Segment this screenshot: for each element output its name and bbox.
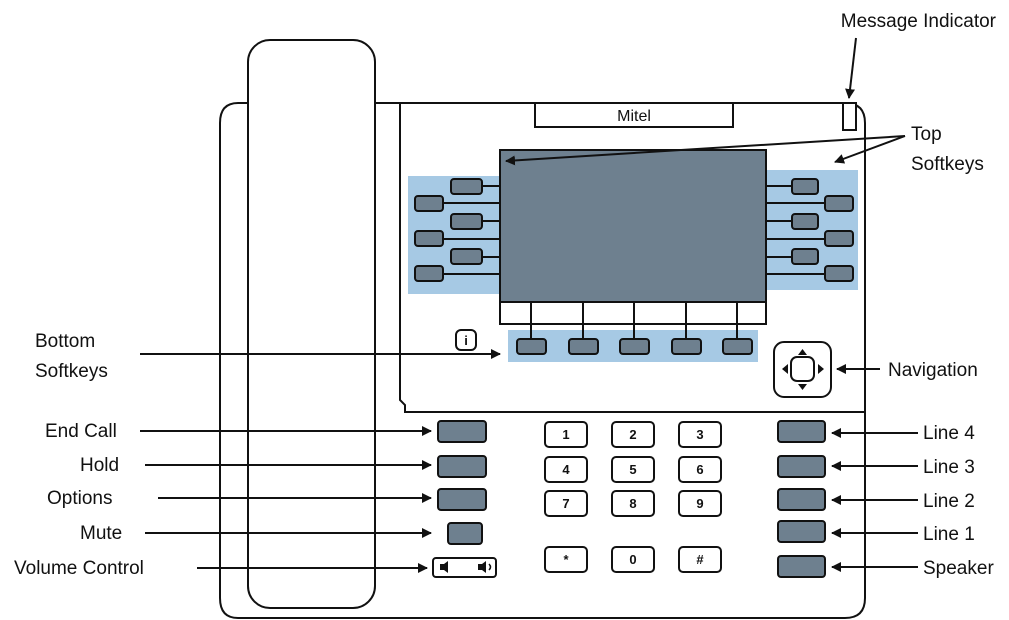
arrow-message-indicator — [845, 37, 857, 99]
dial-keypad: 1 2 3 4 5 6 7 8 9 * 0 # — [544, 421, 722, 573]
softkey-left-5[interactable] — [450, 248, 483, 265]
arrow-top-softkeys-screen — [505, 135, 906, 166]
label-line-2: Line 2 — [923, 491, 975, 512]
keypad-key-6[interactable] — [678, 456, 722, 483]
label-navigation: Navigation — [888, 360, 978, 381]
hold-button[interactable] — [437, 455, 487, 478]
label-bottom-softkeys-2: Softkeys — [35, 361, 108, 382]
volume-up-wave-icon — [488, 563, 492, 571]
display-screen — [499, 149, 767, 303]
label-message-indicator: Message Indicator — [841, 11, 997, 32]
label-end-call: End Call — [45, 421, 117, 442]
keypad-key-label-1: 1 — [562, 427, 569, 442]
bottom-softkey-3[interactable] — [619, 338, 650, 355]
keypad-key-label-4: 4 — [562, 462, 570, 477]
keypad-key-label-star: * — [563, 552, 569, 567]
label-mute: Mute — [80, 523, 122, 544]
label-top-softkeys-2: Softkeys — [911, 154, 984, 175]
brand-plate — [534, 102, 734, 128]
label-line-3: Line 3 — [923, 457, 975, 478]
label-line-4: Line 4 — [923, 423, 975, 444]
softkey-left-1[interactable] — [450, 178, 483, 195]
keypad-key-label-9: 9 — [696, 496, 703, 511]
left-top-softkeys — [443, 185, 500, 275]
keypad-key-7[interactable] — [544, 490, 588, 517]
bottom-softkey-1[interactable] — [516, 338, 547, 355]
bottom-softkey-4[interactable] — [671, 338, 702, 355]
label-speaker: Speaker — [923, 558, 994, 579]
line-4-button[interactable] — [777, 420, 826, 443]
label-volume-control: Volume Control — [14, 558, 144, 579]
info-icon[interactable] — [455, 329, 477, 351]
right-top-softkeys — [766, 185, 825, 275]
keypad-key-label-2: 2 — [629, 427, 636, 442]
keypad-key-9[interactable] — [678, 490, 722, 517]
volume-up-icon[interactable] — [478, 561, 486, 573]
keypad-key-label-6: 6 — [696, 462, 703, 477]
info-key-label: i — [464, 333, 468, 348]
softkey-right-6[interactable] — [824, 265, 854, 282]
options-button[interactable] — [437, 488, 487, 511]
softkey-right-3[interactable] — [791, 213, 819, 230]
mute-button[interactable] — [447, 522, 483, 545]
navigation-down-icon[interactable] — [798, 384, 807, 390]
end-call-button[interactable] — [437, 420, 487, 443]
volume-control-button[interactable] — [432, 557, 497, 578]
keypad-key-5[interactable] — [611, 456, 655, 483]
softkey-left-2[interactable] — [414, 195, 444, 212]
keypad-key-label-3: 3 — [696, 427, 703, 442]
label-bottom-softkeys-1: Bottom — [35, 331, 95, 352]
label-line-1: Line 1 — [923, 524, 975, 545]
line-2-button[interactable] — [777, 488, 826, 511]
keypad-key-label-hash: # — [696, 552, 704, 567]
keypad-key-star[interactable] — [544, 546, 588, 573]
brand-label: Mitel — [617, 108, 651, 125]
keypad-key-label-8: 8 — [629, 496, 636, 511]
keypad-key-3[interactable] — [678, 421, 722, 448]
keypad-key-label-0: 0 — [629, 552, 636, 567]
keypad-key-label-5: 5 — [629, 462, 636, 477]
message-indicator — [842, 102, 857, 131]
softkey-right-5[interactable] — [791, 248, 819, 265]
bottom-softkey-2[interactable] — [568, 338, 599, 355]
callout-arrows — [140, 37, 918, 573]
softkey-left-6[interactable] — [414, 265, 444, 282]
keypad-key-0[interactable] — [611, 546, 655, 573]
line-1-button[interactable] — [777, 520, 826, 543]
softkey-left-4[interactable] — [414, 230, 444, 247]
upper-panel-outline — [399, 103, 865, 413]
navigation-left-icon[interactable] — [782, 364, 788, 374]
navigation-up-icon[interactable] — [798, 349, 807, 355]
bottom-softkey-stems — [530, 302, 738, 339]
keypad-key-2[interactable] — [611, 421, 655, 448]
volume-down-icon[interactable] — [440, 561, 448, 573]
navigation-right-icon[interactable] — [818, 364, 824, 374]
line-3-button[interactable] — [777, 455, 826, 478]
bottom-softkey-5[interactable] — [722, 338, 753, 355]
softkey-right-4[interactable] — [824, 230, 854, 247]
keypad-key-8[interactable] — [611, 490, 655, 517]
keypad-key-4[interactable] — [544, 456, 588, 483]
keypad-key-label-7: 7 — [562, 496, 569, 511]
handset[interactable] — [247, 39, 376, 609]
softkey-right-1[interactable] — [791, 178, 819, 195]
label-options: Options — [47, 488, 112, 509]
arrow-top-softkeys-right — [834, 135, 906, 164]
speaker-button[interactable] — [777, 555, 826, 578]
label-hold: Hold — [80, 455, 119, 476]
keypad-key-hash[interactable] — [678, 546, 722, 573]
label-top-softkeys-1: Top — [911, 124, 942, 145]
navigation-center-icon[interactable] — [790, 356, 815, 382]
keypad-key-1[interactable] — [544, 421, 588, 448]
softkey-left-3[interactable] — [450, 213, 483, 230]
softkey-right-2[interactable] — [824, 195, 854, 212]
